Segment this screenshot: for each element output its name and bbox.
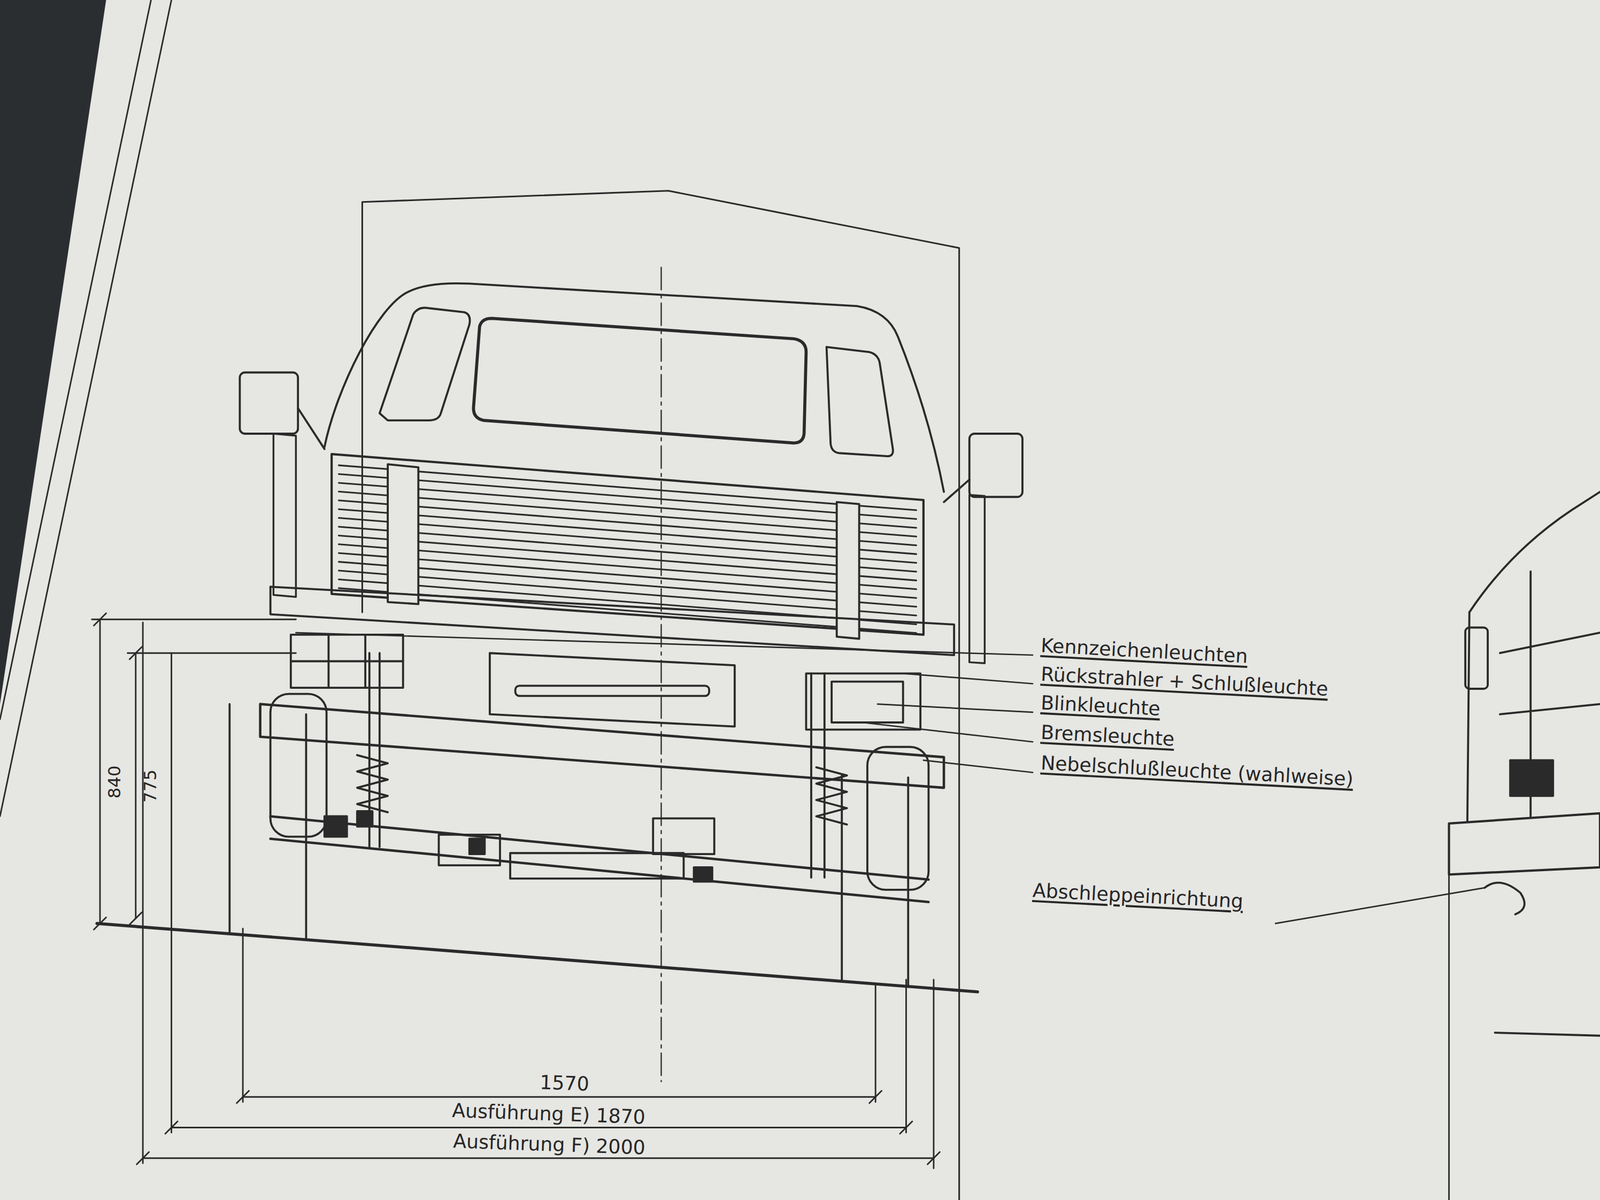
part-label: Bremsleuchte <box>1040 721 1175 750</box>
tailgate-slat <box>339 535 917 581</box>
tailgate-slat <box>339 518 917 564</box>
tailgate-slat <box>339 562 917 607</box>
center-line <box>660 267 662 1082</box>
part-label: Blinkleuchte <box>1040 691 1161 720</box>
tailgate-slat <box>339 509 917 555</box>
leader-lines <box>295 632 1485 924</box>
part-label: Kennzeichenleuchten <box>1040 634 1249 667</box>
dimension-value: 1570 <box>539 1071 590 1095</box>
part-label: Abschleppeinrichtung <box>1032 879 1244 912</box>
table-edge <box>0 0 106 705</box>
tailgate-slat <box>339 570 917 616</box>
sheet-border <box>0 0 172 817</box>
dimension-value: Ausführung F) 2000 <box>452 1129 646 1158</box>
ground-line <box>96 923 978 992</box>
side-view-partial <box>1449 491 1600 1200</box>
canopy-outline <box>362 190 959 1200</box>
tailgate-slat <box>339 544 917 590</box>
dimension-lines <box>91 613 941 1169</box>
tailgate <box>331 454 924 635</box>
mirrors <box>239 372 1023 664</box>
tailgate-slat <box>339 474 917 520</box>
tailgate-slat <box>339 482 917 528</box>
dimension-value: Ausführung E) 1870 <box>451 1098 646 1127</box>
tailgate-slat <box>339 526 917 572</box>
tailgate-slat <box>339 552 917 598</box>
dimension-value: 840 <box>104 764 125 798</box>
part-label: Nebelschlußleuchte (wahlweise) <box>1040 751 1355 790</box>
stakes <box>387 464 860 639</box>
tailgate-slat <box>339 500 917 546</box>
chassis <box>229 586 955 986</box>
tailgate-slat <box>339 491 917 537</box>
tailgate-slat <box>339 465 917 511</box>
dimension-value: 775 <box>140 768 160 803</box>
